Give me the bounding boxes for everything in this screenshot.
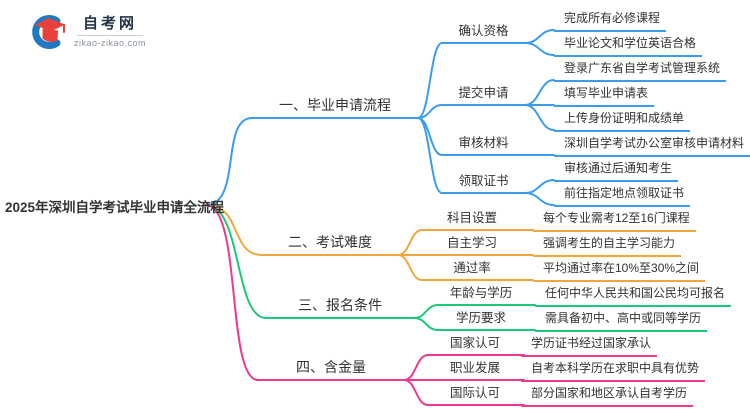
connector-path [524,179,555,194]
leaf-label: 审核通过后通知考生 [554,160,679,182]
subtopic-label: 学历要求 [455,311,506,325]
leaf-label: 毕业论文和学位英语合格 [554,35,703,57]
connector-path [413,317,525,331]
leaf-label: 需具备初中、高中或同等学历 [535,310,708,332]
subtopic-label: 通过率 [453,261,491,275]
site-url: zikao-zikao.com [74,37,147,48]
subtopic-label: 提交申请 [458,86,509,100]
subtopic-label: 国际认可 [449,386,500,400]
central-topic: 2025年深圳自学考试毕业申请全流程 [5,200,225,215]
logo-divider [77,34,144,36]
leaf-label: 任何中华人民共和国公民均可报名 [535,285,732,307]
branch-label: 二、考试难度 [288,234,372,250]
leaf-label: 上传身份证明和成绩单 [554,110,691,132]
leaf-label: 自考本科学历在求职中具有优势 [521,360,706,382]
site-logo: 自考网 zikao-zikao.com [30,12,146,50]
subtopic-label: 科目设置 [446,211,497,225]
site-name: 自考网 [83,14,138,32]
leaf-label: 部分国家和地区承认自考学历 [521,385,694,407]
subtopic-label: 年龄与学历 [449,286,513,300]
connector-path [524,192,555,206]
connector-path [417,104,526,119]
subtopic-label: 审核材料 [458,136,509,150]
connector-path [417,117,526,194]
leaf-label: 深圳自学考试办公室审核申请材料 [554,135,750,157]
branch-label: 三、报名条件 [298,297,382,313]
subtopic-label: 确认资格 [458,24,509,38]
branch-label: 一、毕业申请流程 [279,97,391,113]
graduation-cap-logo-icon [32,15,65,49]
subtopic-label: 自主学习 [446,236,497,250]
leaf-label: 完成所有必修课程 [554,10,667,32]
subtopic-label: 国家认可 [449,336,500,350]
connector-path [397,254,523,281]
connector-path [205,204,405,381]
connector-path [417,42,526,119]
leaf-label: 平均通过率在10%至30%之间 [533,260,706,282]
leaf-label: 每个专业需考12至16门课程 [533,210,696,232]
leaf-label: 学历证书经过国家承认 [521,335,658,357]
leaf-label: 前往指定地点领取证书 [554,185,691,207]
connector-path [524,42,555,56]
connector-path [524,104,555,131]
subtopic-label: 领取证书 [458,174,509,188]
connector-path [403,379,523,406]
connector-path [524,79,555,106]
branch-label: 四、含金量 [296,359,366,375]
connector-path [205,204,399,256]
connector-path [205,204,415,319]
connector-path [524,29,555,44]
subtopic-label: 职业发展 [449,361,500,375]
leaf-label: 填写毕业申请表 [554,85,655,107]
leaf-label: 登录广东省自学考试管理系统 [554,60,727,82]
connector-path [205,117,419,206]
leaf-label: 强调考生的自主学习能力 [533,235,682,257]
